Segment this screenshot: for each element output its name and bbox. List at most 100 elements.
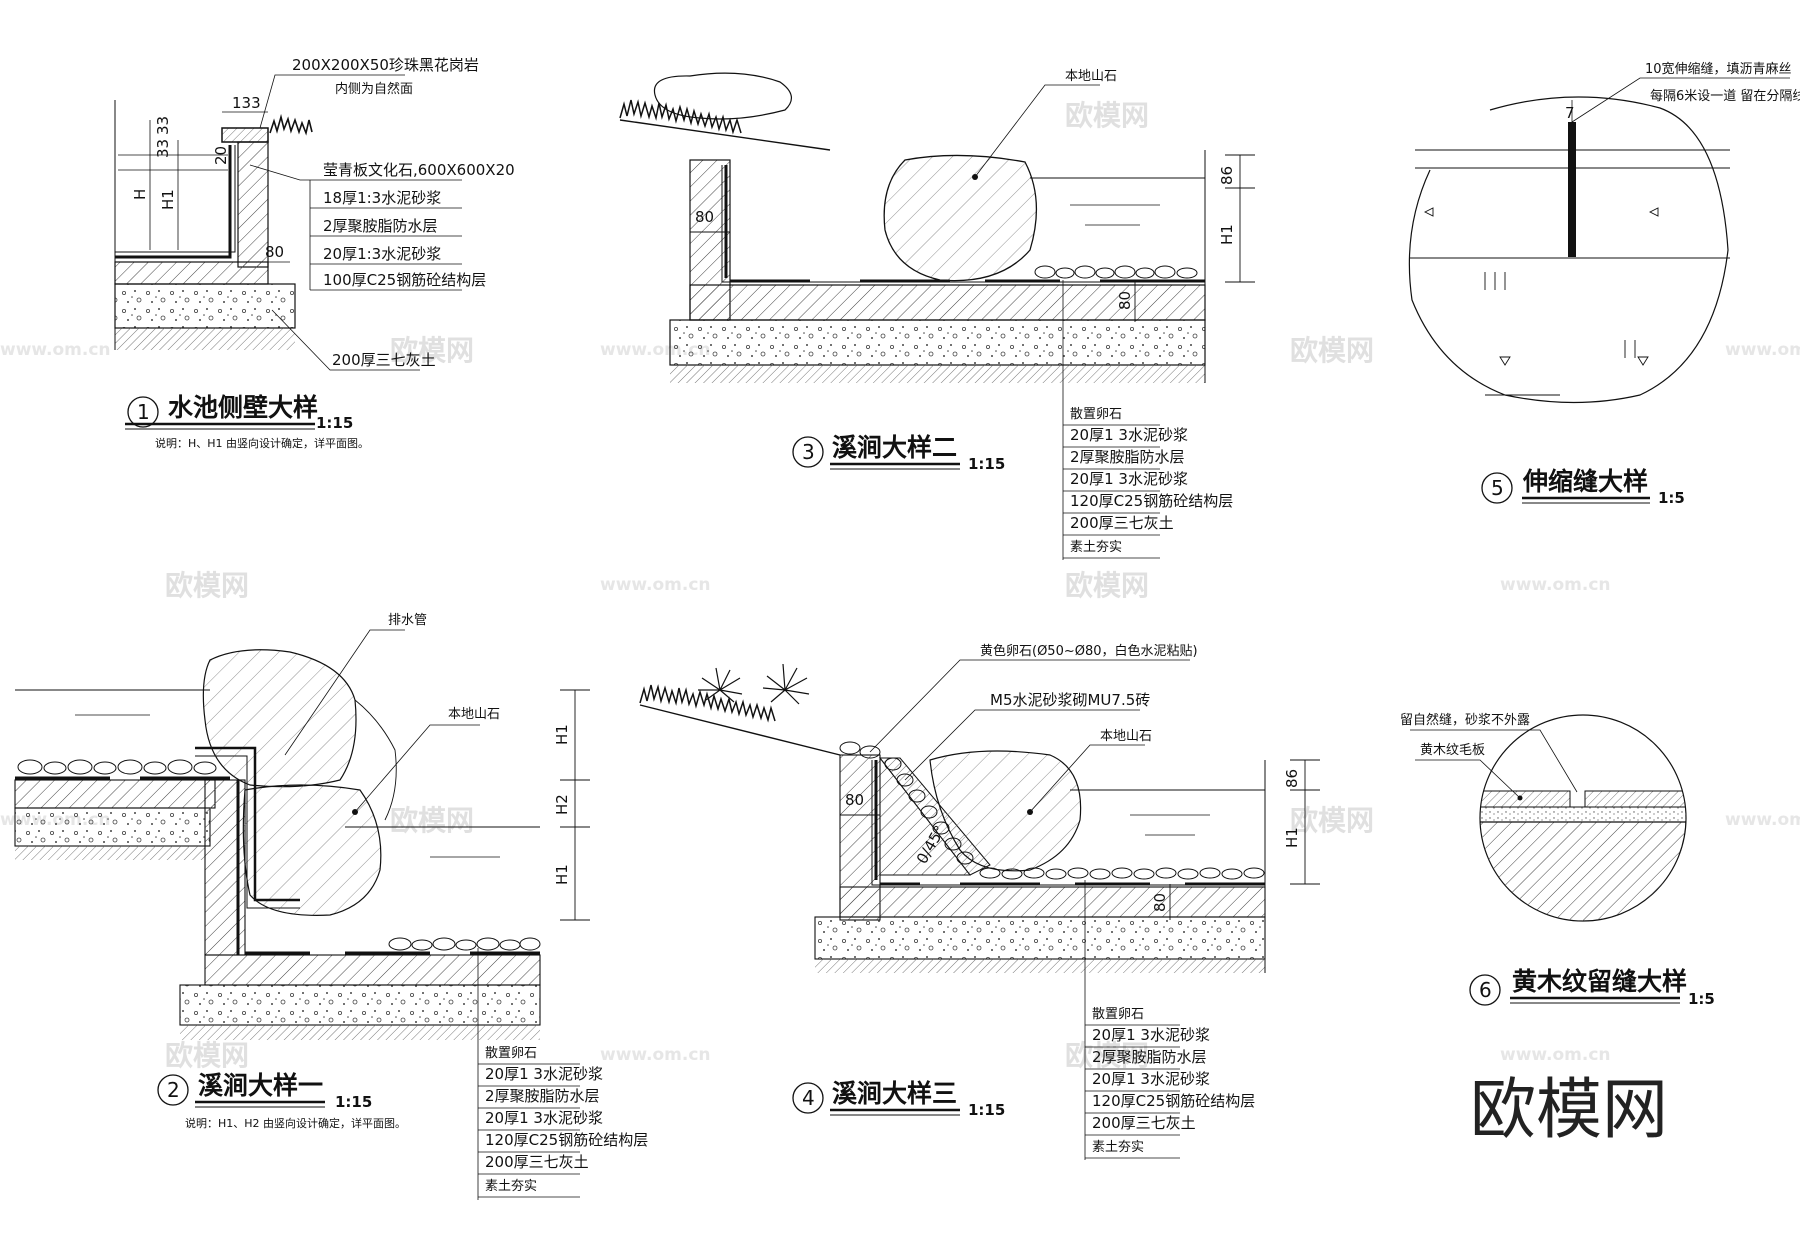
drain-pipe: [195, 746, 300, 902]
compacted-earth: [115, 328, 295, 350]
watermark-text: 欧模网: [1290, 804, 1374, 837]
detail-scale: 1:15: [968, 455, 1005, 473]
concrete-slab: [839, 886, 1266, 918]
brand-logo: 欧模网: [1470, 1071, 1668, 1148]
grass-icon: [639, 684, 776, 723]
callout-joint-spacing: 每隔6米设一道 留在分隔线处: [1650, 88, 1800, 104]
detail-title: 溪涧大样三: [832, 1079, 957, 1108]
layer-label: 素土夯实: [1092, 1140, 1144, 1155]
detail-scale: 1:5: [1688, 990, 1715, 1008]
watermark-text: 欧模网: [390, 334, 474, 367]
layer-label: 20厚1 3水泥砂浆: [1092, 1070, 1210, 1088]
detail-6-slate-joint: 留自然缝，砂浆不外露 黄木纹毛板 6 黄木纹留缝大样 1:5: [1400, 712, 1715, 1008]
callout-natural-joint: 留自然缝，砂浆不外露: [1400, 712, 1530, 728]
callout-brick: M5水泥砂浆砌MU7.5砖: [990, 691, 1150, 709]
local-rock: [929, 750, 1082, 872]
dim-label: 86: [1218, 166, 1236, 185]
layer-label: 素土夯实: [1070, 540, 1122, 555]
shrub-icon: [698, 667, 743, 703]
concrete-slab: [114, 261, 269, 285]
watermark-text: 欧模网: [165, 1039, 249, 1072]
layer-label: 200厚三七灰土: [1070, 514, 1174, 532]
dim-label: 80: [695, 208, 714, 226]
watermark-text: 欧模网: [390, 804, 474, 837]
lime-soil-layer: [669, 319, 1206, 366]
detail-3-stream-two: 86 H1 80 80 本地山石 散置卵石 20厚1 3水泥砂浆 2厚聚胺脂防水…: [619, 69, 1255, 560]
watermark-url: www.om.cn: [1725, 810, 1800, 830]
detail-2-stream-one: H1 H2 H1 排水管 本地山石 散置卵石 20厚1 3水泥砂浆 2厚聚胺脂防…: [14, 613, 648, 1200]
layer-label: 18厚1:3水泥砂浆: [323, 189, 441, 207]
lime-soil-layer: [179, 984, 541, 1026]
layer-label: 120厚C25钢筋砼结构层: [1092, 1092, 1255, 1110]
layer-label: 散置卵石: [1092, 1007, 1144, 1022]
pool-wall: [237, 141, 269, 268]
watermark-layer: 欧模网 欧模网 欧模网 欧模网 欧模网 欧模网 欧模网 欧模网 欧模网 www.…: [0, 99, 1800, 1072]
callout-slate: 黄木纹毛板: [1420, 743, 1485, 758]
detail-number: 4: [802, 1086, 815, 1110]
dim-label: 7: [1565, 104, 1575, 122]
detail-title: 溪涧大样一: [198, 1071, 323, 1100]
dim-label: H1: [553, 724, 571, 745]
pebbles: [17, 759, 217, 775]
dim-label: H1: [553, 864, 571, 885]
dim-label: 80: [265, 243, 284, 261]
grass-icon: [619, 99, 742, 135]
detail-scale: 1:15: [968, 1101, 1005, 1119]
layer-label: 200厚三七灰土: [485, 1153, 589, 1171]
mortar-layer: [115, 145, 236, 253]
detail-number: 3: [802, 440, 815, 464]
watermark-url: www.om.cn: [1725, 340, 1800, 360]
layer-label: 2厚聚胺脂防水层: [323, 217, 438, 235]
detail-circle: [1408, 96, 1729, 404]
layer-label: 散置卵石: [485, 1046, 537, 1061]
watermark-text: 欧模网: [1065, 1039, 1149, 1072]
callout-drain-pipe: 排水管: [388, 613, 427, 628]
compacted-earth: [670, 365, 1205, 383]
leader-line: [249, 164, 462, 181]
dim-label: 133: [232, 94, 261, 112]
concrete-slab: [204, 954, 541, 986]
leader-line: [271, 309, 420, 371]
watermark-url: www.om.cn: [600, 575, 711, 595]
detail-number: 6: [1479, 978, 1492, 1002]
watermark-text: 欧模网: [165, 569, 249, 602]
layer-label: 20厚1 3水泥砂浆: [1070, 470, 1188, 488]
detail-number: 5: [1491, 476, 1504, 500]
layer-label: 120厚C25钢筋砼结构层: [1070, 492, 1233, 510]
layer-label: 散置卵石: [1070, 407, 1122, 422]
dim-label: H1: [1218, 224, 1236, 245]
layer-label: 200厚三七灰土: [332, 351, 436, 369]
local-rock: [242, 784, 382, 916]
detail-scale: 1:5: [1658, 489, 1685, 507]
dim-label: H: [131, 189, 149, 200]
callout-local-rock: 本地山石: [1100, 729, 1152, 744]
detail-number: 2: [167, 1078, 180, 1102]
callout-local-rock: 本地山石: [448, 707, 500, 722]
watermark-text: 欧模网: [1065, 99, 1149, 132]
watermark-text: 欧模网: [1065, 569, 1149, 602]
lime-soil-layer: [114, 283, 296, 329]
pebbles: [1034, 265, 1198, 279]
layer-label: 20厚1:3水泥砂浆: [323, 245, 441, 263]
rock-icon: [653, 72, 792, 120]
dim-label: 80: [1151, 893, 1169, 912]
watermark-text: 欧模网: [1290, 334, 1374, 367]
layer-label: 20厚1 3水泥砂浆: [1092, 1026, 1210, 1044]
concrete-slab: [689, 284, 1206, 321]
callout-joint: 10宽伸缩缝，填沥青麻丝: [1645, 61, 1792, 77]
dim-label: H1: [1283, 827, 1301, 848]
layer-label: 2厚聚胺脂防水层: [1070, 448, 1185, 466]
layer-label: 20厚1 3水泥砂浆: [1070, 426, 1188, 444]
layer-label: 莹青板文化石,600X600X20: [323, 161, 515, 179]
label-coping-note: 内侧为自然面: [335, 81, 413, 97]
watermark-url: www.om.cn: [0, 340, 111, 360]
layer-label: 2厚聚胺脂防水层: [485, 1087, 600, 1105]
layer-label: 素土夯实: [485, 1179, 537, 1194]
dim-label: 33: [154, 116, 172, 135]
dim-label: 20: [212, 146, 230, 165]
layer-label: 100厚C25钢筋砼结构层: [323, 271, 486, 289]
local-rock: [202, 649, 357, 788]
detail-scale: 1:15: [316, 414, 353, 432]
layer-label: 120厚C25钢筋砼结构层: [485, 1131, 648, 1149]
